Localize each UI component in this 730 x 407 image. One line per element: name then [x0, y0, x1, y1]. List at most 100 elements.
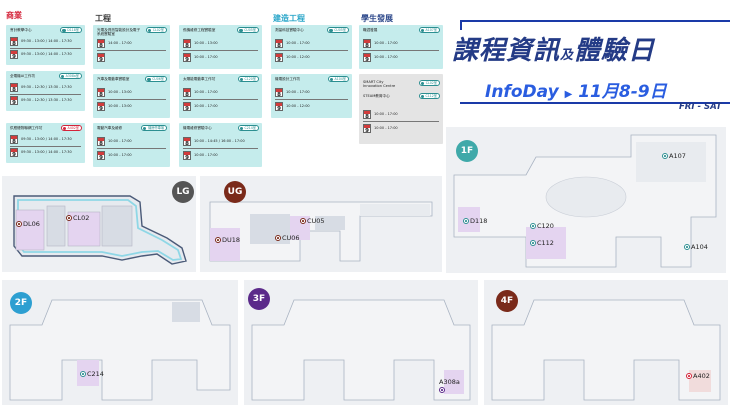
location-icon: [143, 126, 147, 131]
location-pin-icon: [439, 387, 445, 393]
room-marker-a104[interactable]: A104: [684, 243, 708, 251]
room-marker-c112[interactable]: C112: [530, 239, 554, 247]
room-badge: CU05室: [237, 27, 259, 33]
schedule-card-surveying[interactable]: 測量科技實驗中心 CU05室 8 10:00 - 17:00 9 10:00 -…: [271, 25, 352, 69]
category-engineering: 工程: [95, 14, 111, 23]
time-slot: 10:00 - 14:45 / 16:00 - 17:00: [194, 139, 245, 143]
schedule-card-design-workshop[interactable]: 機電設計工作坊 A104室 8 10:00 - 17:00 9 10:00 - …: [271, 74, 352, 118]
location-pin-icon: [275, 235, 281, 241]
schedule-card-accounting[interactable]: 會計教學中心 D118室 8 09:30 - 13:00 / 14:00 - 1…: [6, 25, 85, 65]
schedule-card-career[interactable]: 職涯發展 A107室 8 10:00 - 17:00 9 10:00 - 17:…: [359, 25, 443, 69]
room-marker-a107[interactable]: A107: [662, 152, 686, 160]
calendar-icon: 8: [275, 39, 283, 49]
calendar-icon: 8: [183, 88, 191, 98]
location-icon: [60, 74, 64, 79]
floor-plan-1f[interactable]: 1F A107 D118 C120 C112 A104: [446, 127, 726, 273]
banner-bottom-line: [460, 102, 730, 104]
location-pin-icon: [300, 218, 306, 224]
location-pin-icon: [215, 237, 221, 243]
location-pin-icon: [16, 221, 22, 227]
floor-plan-lg[interactable]: LG DL06 CL02: [2, 176, 196, 272]
calendar-icon: 9: [97, 53, 105, 63]
time-slot: 09:30 - 13:00 / 14:00 - 17:30: [21, 39, 72, 43]
location-icon: [239, 77, 243, 82]
room-marker-cu05[interactable]: CU05: [300, 217, 325, 225]
location-icon: [420, 94, 424, 99]
room-marker-dl06[interactable]: DL06: [16, 220, 40, 228]
floor-badge-ug: UG: [224, 181, 246, 203]
floor-badge-3f: 3F: [248, 288, 270, 310]
time-slot: 10:00 - 17:00: [374, 41, 398, 45]
schedule-card-automotive[interactable]: 汽車及電動車實驗室 CU06室 8 10:00 - 13:00 9 10:00 …: [93, 74, 170, 118]
category-business: 商業: [6, 11, 22, 20]
time-slot: 10:00 - 17:00: [374, 55, 398, 59]
schedule-card-smart-city[interactable]: SMART City Innovation Centre CL02室 STEAM…: [359, 74, 443, 144]
time-slot: 10:00 - 17:00: [194, 153, 218, 157]
room-badge: A104室: [327, 76, 349, 82]
calendar-icon: 9: [363, 53, 371, 63]
room-marker-c214[interactable]: C214: [80, 370, 104, 378]
time-slot: 09:30 - 12:30 / 13:30 - 17:30: [21, 85, 72, 89]
calendar-icon: 8: [10, 83, 18, 93]
location-pin-icon: [686, 373, 692, 379]
room-marker-a308a[interactable]: A308a: [439, 378, 460, 393]
room-marker-du18[interactable]: DU18: [215, 236, 240, 244]
floor-badge-4f: 4F: [496, 290, 518, 312]
schedule-card-solar-ev[interactable]: 太陽能電動車工作坊 C120室 8 10:00 - 17:00 9 10:00 …: [179, 74, 262, 118]
room-marker-a402[interactable]: A402: [686, 372, 710, 380]
location-pin-icon: [463, 218, 469, 224]
card-title: 汽車及電動車實驗室: [97, 77, 130, 81]
location-icon: [62, 126, 66, 131]
card-subtitle: STEAM教育中心: [363, 94, 390, 98]
time-slot: 10:00 - 13:00: [108, 104, 132, 108]
calendar-icon: 8: [183, 137, 191, 147]
schedule-card-mechatronics[interactable]: 機電維修實驗中心 C214室 8 10:00 - 14:45 / 16:00 -…: [179, 123, 262, 167]
card-title: 機電設計工作坊: [275, 77, 301, 81]
calendar-icon: 9: [97, 151, 105, 161]
schedule-card-supply-chain[interactable]: 供應鏈物聯網工作坊 A402室 8 09:30 - 13:00 / 14:00 …: [6, 123, 85, 163]
schedule-card-ai-workshop[interactable]: 全電機AI工作坊 A308a室 8 09:30 - 12:30 / 13:30 …: [6, 71, 85, 111]
card-title: SMART City Innovation Centre: [363, 80, 396, 89]
location-icon: [329, 77, 333, 82]
location-pin-icon: [530, 223, 536, 229]
calendar-icon: 8: [97, 88, 105, 98]
room-badge: CU06室: [145, 76, 167, 82]
calendar-icon: 8: [363, 39, 371, 49]
time-slot: 10:00 - 13:00: [108, 90, 132, 94]
schedule-card-optoelectronics[interactable]: 光電及資訊智能設計及電子系統實驗室 CL02室 8 14:00 - 17:00 …: [93, 25, 170, 69]
calendar-icon: 9: [275, 102, 283, 112]
floor-plan-4f[interactable]: 4F A402: [484, 280, 728, 405]
floor-badge-1f: 1F: [456, 140, 478, 162]
floor-plan-3f[interactable]: 3F A308a: [244, 280, 478, 405]
time-slot: 14:00 - 17:00: [108, 41, 132, 45]
calendar-icon: 9: [363, 124, 371, 134]
location-icon: [420, 81, 425, 86]
time-slot: 10:00 - 17:00: [108, 139, 132, 143]
schedule-card-ev-repair[interactable]: 電動汽車及維修 機房停車場 8 10:00 - 17:00 9 10:00 - …: [93, 123, 170, 167]
room-marker-cu06[interactable]: CU06: [275, 234, 300, 242]
time-slot: 09:30 - 13:00 / 14:00 - 17:30: [21, 150, 72, 154]
floor-plan-2f[interactable]: 2F C214: [2, 280, 238, 405]
time-slot: 10:00 - 17:00: [374, 112, 398, 116]
time-slot: 10:00 - 17:00: [194, 55, 218, 59]
location-icon: [147, 28, 152, 33]
room-badge: D118室: [60, 27, 82, 33]
calendar-icon: 9: [10, 50, 18, 60]
location-pin-icon: [80, 371, 86, 377]
time-slot: 10:00 - 17:00: [374, 126, 398, 130]
location-icon: [329, 28, 333, 33]
floor-badge-2f: 2F: [10, 292, 32, 314]
floor-plan-ug[interactable]: UG CU05 DU18 CU06: [200, 176, 442, 272]
calendar-icon: 8: [97, 137, 105, 147]
room-marker-cl02[interactable]: CL02: [66, 214, 89, 222]
time-slot: 09:30 - 12:30 / 13:30 - 17:30: [21, 98, 72, 102]
calendar-icon: 9: [10, 148, 18, 158]
room-marker-c120[interactable]: C120: [530, 222, 554, 230]
play-arrow-icon: ▶: [564, 89, 573, 100]
schedule-card-aircraft[interactable]: 飛機維修工程實驗室 CU05室 8 10:00 - 13:00 9 10:00 …: [179, 25, 262, 69]
calendar-icon: 8: [183, 39, 191, 49]
calendar-icon: 9: [275, 53, 283, 63]
location-pin-icon: [530, 240, 536, 246]
room-marker-d118[interactable]: D118: [463, 217, 487, 225]
time-slot: 10:00 - 17:00: [194, 90, 218, 94]
